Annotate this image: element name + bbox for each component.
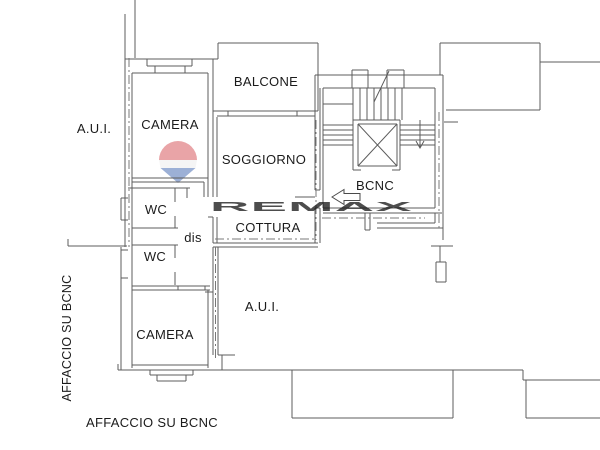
watermark-balloon-icon — [159, 141, 197, 183]
room-label-balcone: BALCONE — [234, 74, 298, 89]
walls — [67, 0, 600, 419]
watermark-text: REMAX — [210, 199, 413, 214]
room-label-bcnc: BCNC — [356, 178, 394, 193]
room-label-cottura: COTTURA — [236, 220, 301, 235]
room-label-soggiorno: SOGGIORNO — [222, 152, 306, 167]
room-label-dis: dis — [184, 230, 202, 245]
room-label-aui-left: A.U.I. — [77, 121, 111, 136]
room-label-camera-bottom: CAMERA — [136, 327, 193, 342]
annotation-affaccio-left: AFFACCIO SU BCNC — [60, 274, 74, 401]
room-label-aui-bottom: A.U.I. — [245, 299, 279, 314]
axis-lines — [128, 58, 440, 360]
stairs-direction-arrow-icon — [373, 70, 425, 150]
room-label-camera-top: CAMERA — [141, 117, 198, 132]
entrance-arrow-icon — [331, 188, 361, 206]
room-label-wc-upper: WC — [145, 202, 167, 217]
annotation-affaccio-bottom: AFFACCIO SU BCNC — [86, 415, 218, 430]
room-label-wc-lower: WC — [144, 249, 166, 264]
elevator-icon — [357, 123, 398, 167]
